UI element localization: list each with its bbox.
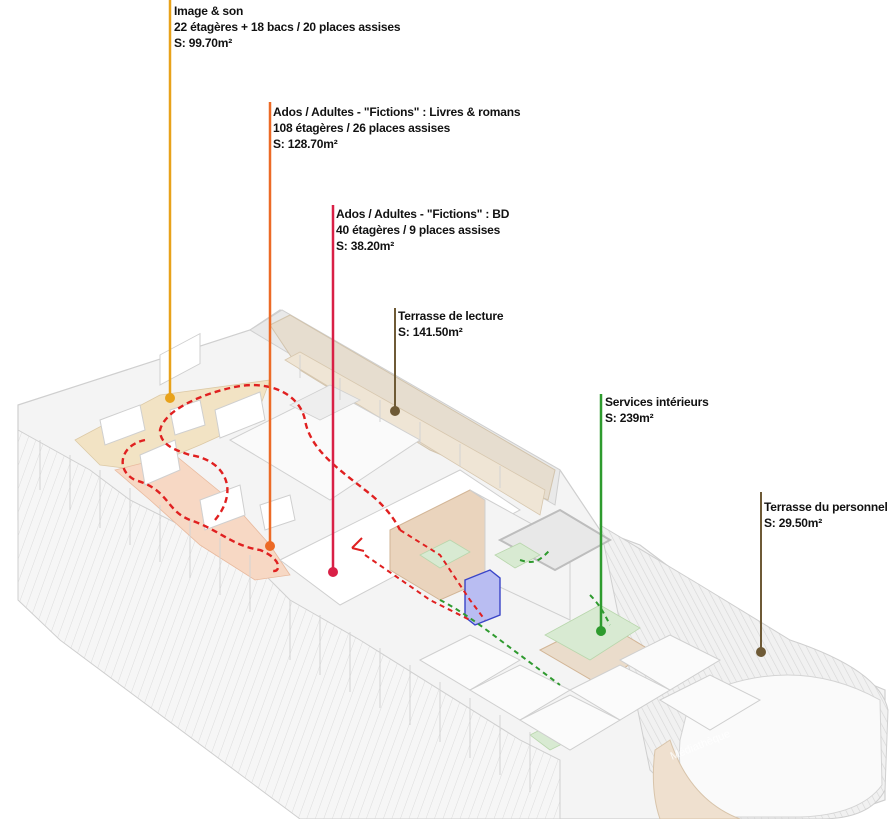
route-arrow-icon <box>351 537 365 552</box>
route-red-path <box>121 383 402 573</box>
label-terrasse-personnel-title: Terrasse du personnel <box>764 500 888 514</box>
leader-marker-icon <box>596 626 606 636</box>
label-fictions-livres: Ados / Adultes - "Fictions" : Livres & r… <box>273 104 521 152</box>
label-image-son-surface: S: 99.70m² <box>174 36 233 50</box>
label-fictions-bd-capacity: 40 étagères / 9 places assises <box>336 223 501 237</box>
label-fictions-bd-title: Ados / Adultes - "Fictions" : BD <box>336 207 510 221</box>
label-services-interieurs: Services intérieurs S: 239m² <box>605 394 709 426</box>
label-fictions-livres-surface: S: 128.70m² <box>273 137 338 151</box>
label-image-son: Image & son 22 étagères + 18 bacs / 20 p… <box>174 3 401 51</box>
label-terrasse-personnel: Terrasse du personnel S: 29.50m² <box>764 499 888 531</box>
leader-marker-icon <box>756 647 766 657</box>
label-fictions-livres-capacity: 108 étagères / 26 places assises <box>273 121 451 135</box>
label-fictions-livres-title: Ados / Adultes - "Fictions" : Livres & r… <box>273 105 521 119</box>
leader-marker-icon <box>165 393 175 403</box>
label-image-son-capacity: 22 étagères + 18 bacs / 20 places assise… <box>174 20 401 34</box>
label-services-interieurs-title: Services intérieurs <box>605 395 709 409</box>
elevator-icon <box>464 569 501 626</box>
leader-marker-icon <box>265 541 275 551</box>
label-image-son-title: Image & son <box>174 4 244 18</box>
label-fictions-bd-surface: S: 38.20m² <box>336 239 395 253</box>
leader-marker-icon <box>328 567 338 577</box>
leader-marker-icon <box>390 406 400 416</box>
label-terrasse-lecture: Terrasse de lecture S: 141.50m² <box>398 308 504 340</box>
label-fictions-bd: Ados / Adultes - "Fictions" : BD 40 étag… <box>336 206 509 254</box>
services-interieurs-zone <box>544 604 641 661</box>
label-terrasse-personnel-surface: S: 29.50m² <box>764 516 823 530</box>
label-terrasse-lecture-surface: S: 141.50m² <box>398 325 463 339</box>
label-terrasse-lecture-title: Terrasse de lecture <box>398 309 504 323</box>
label-services-interieurs-surface: S: 239m² <box>605 411 654 425</box>
